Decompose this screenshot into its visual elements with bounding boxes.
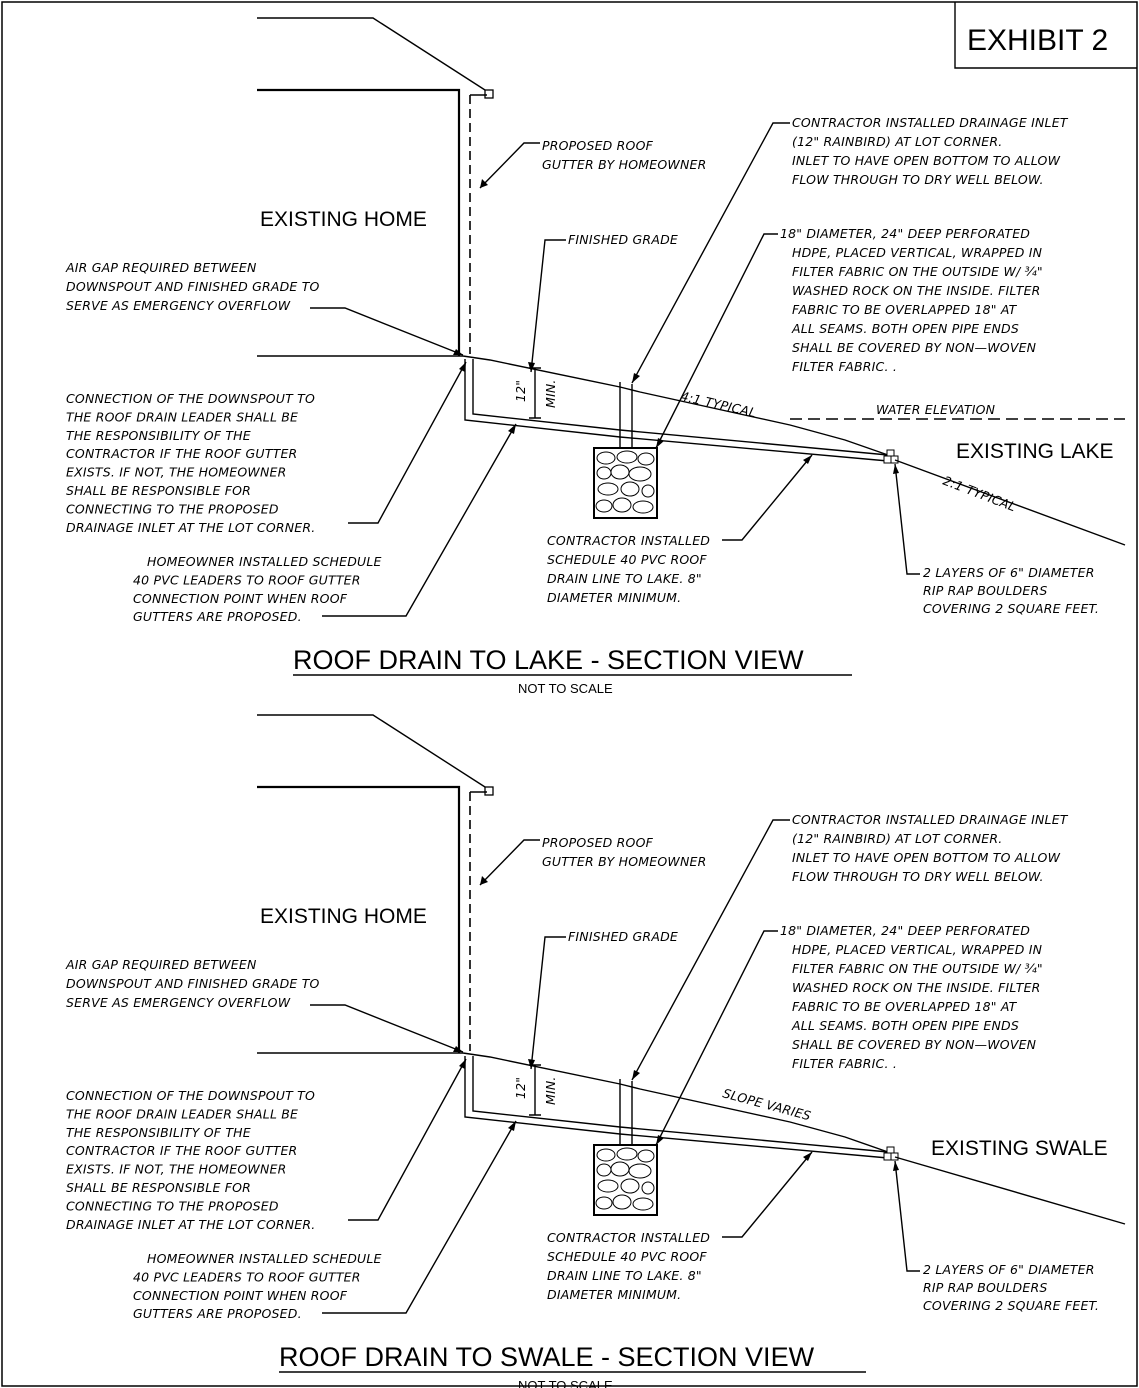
drain-line-leader: [722, 454, 813, 541]
drywell-note: 18" DIAMETER, 24" DEEP PERFORATED HDPE, …: [780, 226, 1047, 374]
exhibit-label: EXHIBIT 2: [967, 24, 1108, 57]
min-cover-value: 12": [513, 1077, 528, 1099]
min-cover-min: MIN.: [543, 1076, 558, 1105]
air-gap-note: AIR GAP REQUIRED BETWEEN DOWNSPOUT AND F…: [65, 957, 324, 1010]
arrow-icon: [632, 1070, 640, 1080]
slope-label: SLOPE VARIES: [721, 1085, 812, 1123]
leader-pipe-leader: [322, 423, 517, 617]
riprap-note: 2 LAYERS OF 6" DIAMETER RIP RAP BOULDERS…: [923, 1262, 1099, 1313]
drywell-leader: [655, 233, 778, 449]
gutter-note: PROPOSED ROOF GUTTER BY HOMEOWNER: [542, 138, 706, 172]
gutter: [484, 786, 494, 796]
section-view: 12" MIN. EXISTING HOME PROPOSED ROOF GUT…: [65, 714, 1126, 1388]
bank-slope-label: 2:1 TYPICAL: [941, 473, 1018, 515]
gutter-note-leader: [479, 839, 540, 886]
section-title: ROOF DRAIN TO LAKE - SECTION VIEW: [293, 645, 804, 675]
drain-line-note: CONTRACTOR INSTALLED SCHEDULE 40 PVC ROO…: [547, 533, 714, 605]
receiving-label: EXISTING SWALE: [931, 1137, 1108, 1160]
arrow-icon: [459, 1059, 466, 1069]
min-cover-dim: [529, 367, 541, 419]
riprap-leader: [894, 463, 920, 575]
air-gap-leader: [310, 1004, 464, 1053]
roof-line: [257, 17, 486, 91]
water-elevation-label: WATER ELEVATION: [876, 402, 996, 417]
connection-note: CONNECTION OF THE DOWNSPOUT TO THE ROOF …: [66, 1088, 319, 1232]
house-wall: [257, 785, 461, 1053]
min-cover-value: 12": [513, 380, 528, 402]
inlet-note: CONTRACTOR INSTALLED DRAINAGE INLET (12"…: [792, 812, 1072, 884]
slope-label: 4:1 TYPICAL: [679, 388, 757, 420]
section-title: ROOF DRAIN TO SWALE - SECTION VIEW: [279, 1342, 815, 1372]
arrow-icon: [803, 1152, 812, 1161]
rip-rap: [883, 449, 899, 464]
finished-grade-leader: [530, 239, 566, 373]
dry-well: [593, 1144, 658, 1216]
connection-leader: [348, 361, 467, 524]
arrow-icon: [528, 1059, 535, 1069]
connection-leader: [348, 1058, 467, 1221]
section-view: 12" MIN. EXISTING HOME PROPOSED ROOF GUT…: [65, 17, 1126, 696]
inlet-leader: [631, 819, 790, 1081]
arrow-icon: [508, 424, 516, 434]
drain-pipe-top: [472, 359, 889, 456]
house-wall: [257, 88, 461, 356]
drain-pipe-bottom: [464, 1056, 889, 1159]
roof-line: [257, 714, 486, 788]
drain-line-leader: [722, 1151, 813, 1238]
finished-grade-leader: [530, 936, 566, 1070]
drain-pipe-top: [472, 1056, 889, 1153]
arrow-icon: [803, 455, 812, 464]
arrow-icon: [632, 373, 640, 383]
drain-line-note: CONTRACTOR INSTALLED SCHEDULE 40 PVC ROO…: [547, 1230, 714, 1302]
min-cover-min: MIN.: [543, 379, 558, 408]
finished-grade-line: [462, 1052, 889, 1153]
scale-note: NOT TO SCALE: [518, 681, 613, 696]
arrow-icon: [480, 876, 488, 885]
gutter-note-leader: [479, 142, 540, 189]
arrow-icon: [453, 349, 463, 355]
arrow-icon: [656, 1135, 664, 1145]
arrow-icon: [459, 362, 466, 372]
drywell-leader: [655, 930, 778, 1146]
arrow-icon: [508, 1121, 516, 1131]
air-gap-leader: [310, 307, 464, 356]
arrow-icon: [528, 362, 535, 372]
receiving-label: EXISTING LAKE: [956, 440, 1114, 463]
existing-home-label: EXISTING HOME: [260, 208, 427, 231]
leader-pipe-note: HOMEOWNER INSTALLED SCHEDULE 40 PVC LEAD…: [133, 554, 386, 624]
inlet-riser: [619, 382, 633, 448]
finished-grade-label: FINISHED GRADE: [568, 232, 678, 247]
leader-pipe-leader: [322, 1120, 517, 1314]
riprap-leader: [894, 1160, 920, 1272]
leader-pipe-note: HOMEOWNER INSTALLED SCHEDULE 40 PVC LEAD…: [133, 1251, 386, 1321]
dry-well: [593, 447, 658, 519]
existing-home-label: EXISTING HOME: [260, 905, 427, 928]
bank-slope: [894, 459, 1126, 546]
rip-rap: [883, 1146, 899, 1161]
riprap-note: 2 LAYERS OF 6" DIAMETER RIP RAP BOULDERS…: [923, 565, 1099, 616]
min-cover-dim: [529, 1064, 541, 1116]
finished-grade-line: [462, 355, 889, 456]
arrow-icon: [893, 464, 899, 474]
arrow-icon: [656, 438, 664, 448]
bank-slope: [894, 1156, 1126, 1225]
air-gap-note: AIR GAP REQUIRED BETWEEN DOWNSPOUT AND F…: [65, 260, 324, 313]
inlet-note: CONTRACTOR INSTALLED DRAINAGE INLET (12"…: [792, 115, 1072, 187]
drywell-note: 18" DIAMETER, 24" DEEP PERFORATED HDPE, …: [780, 923, 1047, 1071]
connection-note: CONNECTION OF THE DOWNSPOUT TO THE ROOF …: [66, 391, 319, 535]
exhibit-box: EXHIBIT 2: [954, 2, 1137, 69]
drain-pipe-bottom: [464, 359, 889, 462]
gutter: [484, 89, 494, 99]
finished-grade-label: FINISHED GRADE: [568, 929, 678, 944]
gutter-note: PROPOSED ROOF GUTTER BY HOMEOWNER: [542, 835, 706, 869]
arrow-icon: [453, 1046, 463, 1052]
scale-note: NOT TO SCALE: [518, 1378, 613, 1388]
inlet-riser: [619, 1079, 633, 1145]
inlet-leader: [631, 122, 790, 384]
arrow-icon: [893, 1161, 899, 1171]
arrow-icon: [480, 179, 488, 188]
